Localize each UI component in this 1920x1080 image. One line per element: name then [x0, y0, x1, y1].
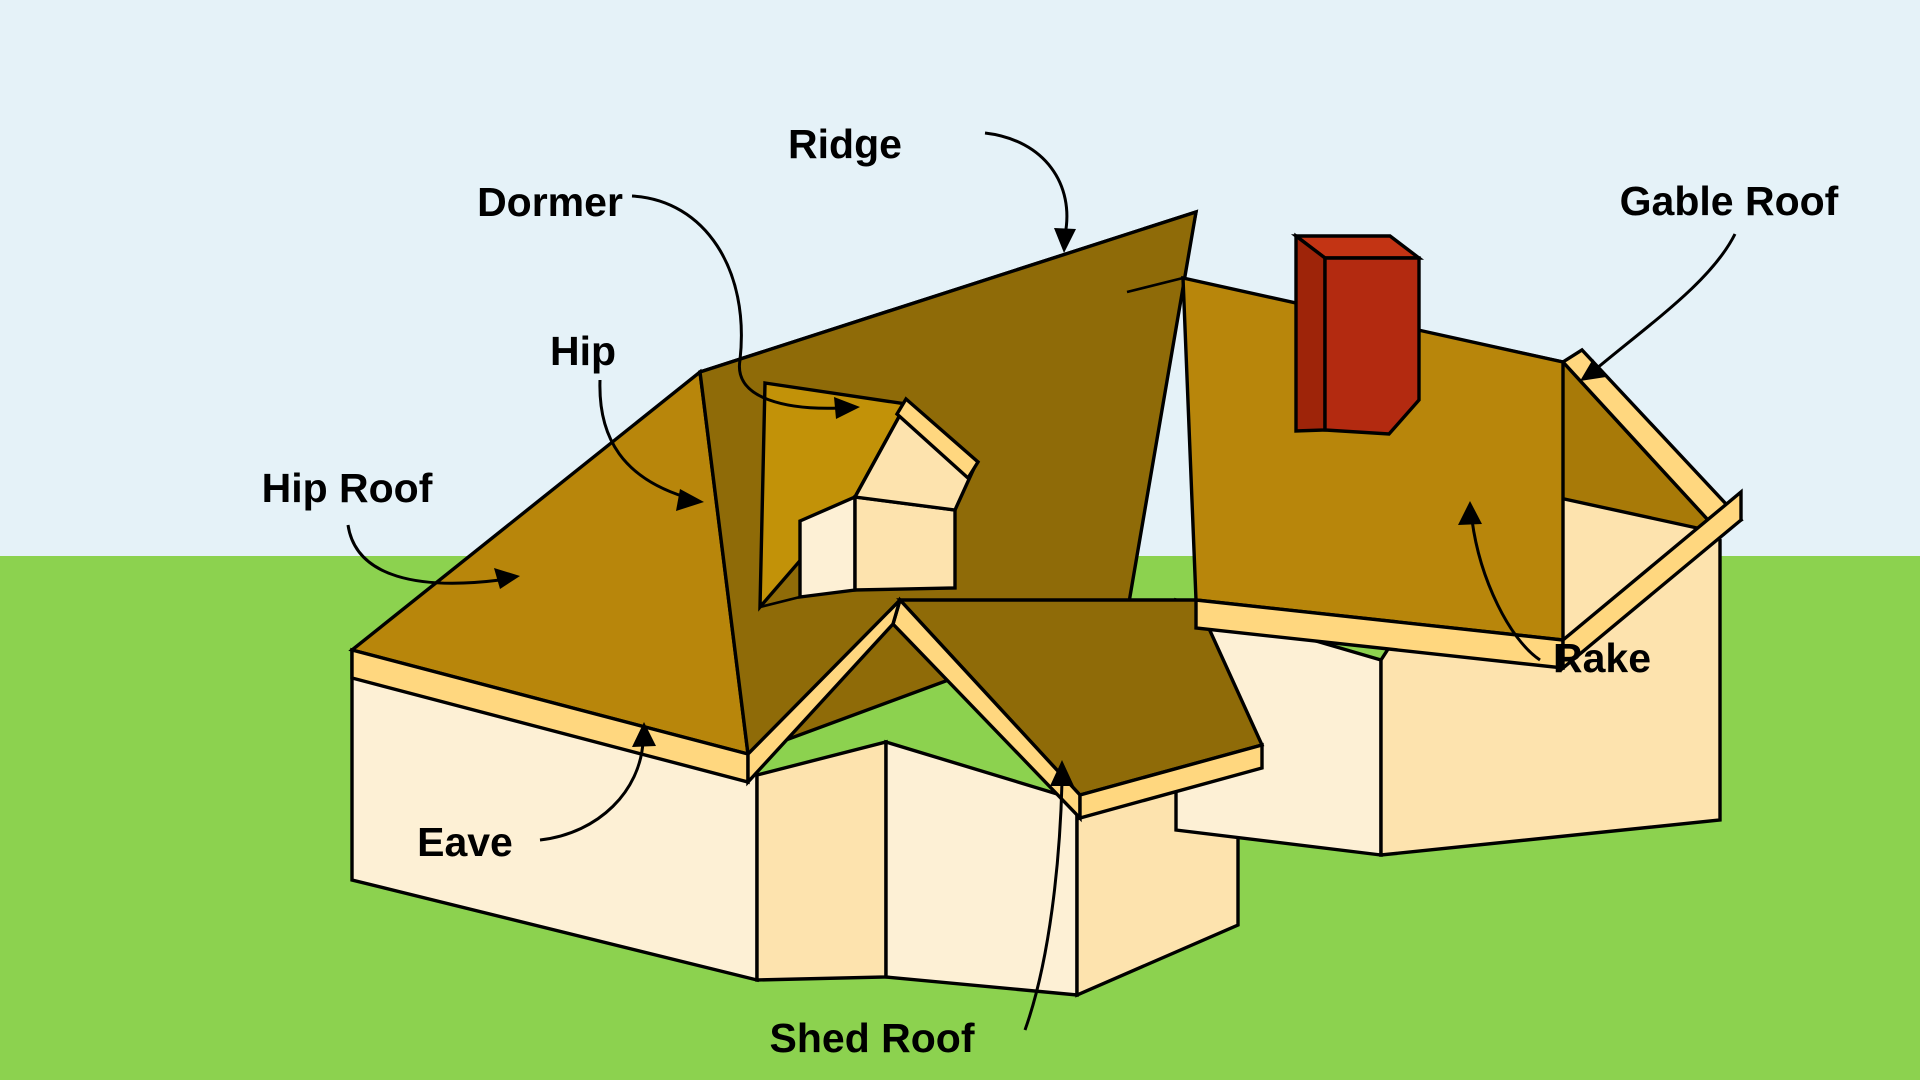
hip-ridge-line — [698, 371, 750, 755]
annotation-labels: Ridge Dormer Gable Roof Hip Hip Roof Rak… — [262, 121, 1839, 1061]
shed-roof-fascia-right — [1078, 742, 1264, 821]
gable-roof-arrowhead — [1580, 359, 1606, 381]
dormer-wall-side — [853, 495, 957, 592]
label-rake: Rake — [1553, 635, 1651, 681]
label-shed-roof: Shed Roof — [770, 1015, 975, 1061]
dormer-leader — [631, 194, 841, 410]
ridge-leader — [984, 131, 1069, 236]
eave-arrowhead — [632, 722, 656, 747]
hip-roof-arrowhead — [494, 568, 520, 589]
rake-leader — [1470, 519, 1541, 662]
chimney-side-face — [1323, 256, 1421, 436]
shed-roof-arrowhead — [1050, 760, 1074, 786]
label-ridge: Ridge — [788, 121, 902, 167]
eave-fascia-center — [746, 598, 902, 787]
valley-line — [1126, 276, 1184, 294]
gable-roof-leader — [1595, 233, 1737, 371]
rake-arrowhead — [1458, 501, 1482, 525]
label-gable-roof: Gable Roof — [1620, 178, 1839, 224]
dormer-arrowhead — [834, 397, 860, 419]
hip-roof-leader — [346, 524, 501, 585]
annotation-leaders — [346, 131, 1737, 1031]
wall-left-return — [755, 739, 888, 982]
hip-arrowhead — [676, 489, 704, 511]
eave-leader — [539, 741, 645, 842]
dormer-valley-line — [759, 595, 801, 609]
chimney-front-face — [1294, 232, 1327, 433]
label-dormer: Dormer — [477, 179, 623, 225]
shed-roof-leader — [1023, 781, 1064, 1031]
main-ridge-line — [699, 210, 1197, 374]
label-hip-roof: Hip Roof — [262, 465, 433, 511]
house-illustration — [348, 209, 1744, 998]
ridge-arrowhead — [1054, 228, 1076, 253]
label-eave: Eave — [417, 819, 513, 865]
label-hip: Hip — [550, 328, 616, 374]
hip-leader — [598, 379, 686, 499]
rake-board-lower — [1561, 488, 1743, 672]
dormer-rake-trim — [894, 396, 981, 481]
